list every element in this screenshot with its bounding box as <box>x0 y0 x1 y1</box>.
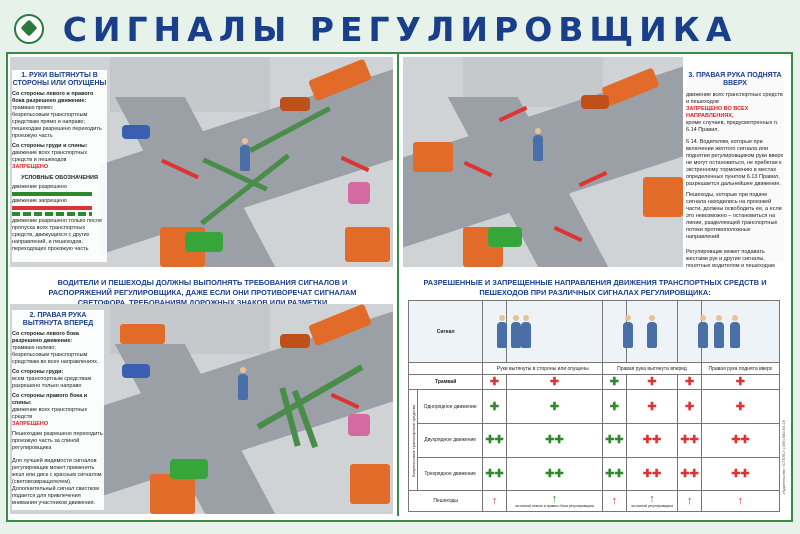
legend-conditional-arrow <box>12 212 92 216</box>
publisher-logo <box>14 14 44 44</box>
section-2-forbidden: ЗАПРЕЩЕНО <box>12 421 49 427</box>
col-head: Правая рука вытянута вперед <box>602 362 702 375</box>
table-heading: РАЗРЕШЕННЫЕ И ЗАПРЕЩЕННЫЕ НАПРАВЛЕНИЯ ДВ… <box>423 278 767 297</box>
section-2-foot-note: Для лучшей видимости сигналов регулировщ… <box>12 458 102 506</box>
signal-label: Сигнал <box>407 300 484 363</box>
poster-title: СИГНАЛЫ РЕГУЛИРОВЩИКА <box>62 10 738 49</box>
section-2-left-label: Со стороны левого бока разрешено движени… <box>12 331 79 344</box>
rules-banner: ВОДИТЕЛИ И ПЕШЕХОДЫ ДОЛЖНЫ ВЫПОЛНЯТЬ ТРЕ… <box>48 278 357 307</box>
col-head: Правая рука поднята вверх <box>700 362 781 375</box>
row-label: Двухрядное движение <box>416 422 484 458</box>
section-3-text-panel: 3. ПРАВАЯ РУКА ПОДНЯТА ВВЕРХ движение вс… <box>686 70 784 269</box>
center-divider <box>397 54 399 516</box>
row-label: Пешеходы <box>407 490 484 512</box>
ped-note: за спиной регулировщика <box>631 504 673 509</box>
col-head: Руки вытянуты в стороны или опущены <box>482 362 604 375</box>
section-3-note: Регулировщик может подавать жестами рук … <box>686 249 775 269</box>
section-3-forbidden: ЗАПРЕЩЕНО ВО ВСЕХ НАПРАВЛЕНИЯХ, <box>686 106 749 119</box>
section-2-heading: 2. ПРАВАЯ РУКА ВЫТЯНУТА ВПЕРЕД <box>22 312 94 327</box>
section-2-left-item: трамваю налево; <box>12 345 56 351</box>
row-label: Трехрядное движение <box>416 456 484 492</box>
section-1-left-item: трамваю прямо; <box>12 105 54 111</box>
officer-figure <box>700 300 781 363</box>
publisher-footer: Издательство «СТЕЛС» (495) 680-63-26 <box>781 420 786 495</box>
legend-allowed-label: движение разрешено <box>12 184 67 190</box>
intersection-scene-3 <box>403 57 683 267</box>
section-1-left-item: пешеходам разрешено переходить проезжую … <box>12 126 102 139</box>
section-2-right-item: движение всех транспортных средств <box>12 407 88 420</box>
rule-6-14: 6.14. Водителям, которые при включении ж… <box>686 139 784 187</box>
ped-note: за спиной левого и правого бока регулиро… <box>515 504 594 509</box>
signals-table: Сигнал Руки вытянуты в стороны или опуще… <box>407 300 781 512</box>
officer-figure <box>482 300 522 363</box>
section-1-forbidden: ЗАПРЕЩЕНО <box>12 164 49 170</box>
legend-note: движение разрешено только после пропуска… <box>12 218 103 252</box>
section-2-ped-note: Пешеходам разрешено переходить проезжую … <box>12 431 103 451</box>
officer-figure <box>602 300 634 363</box>
section-3-ped-rule: Пешеходы, которые при подаче сигнала нах… <box>686 192 782 240</box>
legend-allowed-arrow <box>12 192 92 196</box>
section-1-heading: 1. РУКИ ВЫТЯНУТЫ В СТОРОНЫ ИЛИ ОПУЩЕНЫ <box>12 72 107 87</box>
section-1-front-label: Со стороны груди и спины: <box>12 143 88 149</box>
legend-forbidden-label: движение запрещено <box>12 198 67 204</box>
section-2-front-item: всем транспортным средствам разрешено то… <box>12 376 92 389</box>
officer-figure <box>505 300 604 363</box>
section-2-front-label: Со стороны груди: <box>12 369 64 375</box>
legend-title: УСЛОВНЫЕ ОБОЗНАЧЕНИЯ <box>21 175 98 181</box>
section-1-left-item: безрельсовым транспортным средствам прям… <box>12 112 88 125</box>
section-2-text-panel: 2. ПРАВАЯ РУКА ВЫТЯНУТА ВПЕРЕД Со сторон… <box>12 310 104 510</box>
section-3-heading: 3. ПРАВАЯ РУКА ПОДНЯТА ВВЕРХ <box>688 72 782 87</box>
officer-figure <box>625 300 679 363</box>
side-label: Безрельсовые транспортные средства <box>408 389 418 491</box>
row-label: Однорядное движение <box>416 389 484 424</box>
section-1-left-label: Со стороны левого и правого бока разреше… <box>12 91 94 104</box>
section-1-legend-panel: 1. РУКИ ВЫТЯНУТЫ В СТОРОНЫ ИЛИ ОПУЩЕНЫ С… <box>12 70 107 262</box>
legend-forbidden-arrow <box>12 206 92 210</box>
section-3-item: движение всех транспортных средств и пеш… <box>686 92 783 105</box>
officer-figure <box>677 300 709 363</box>
section-1-front-item: движение всех транспортных средств и пеш… <box>12 150 88 163</box>
section-2-right-label: Со стороны правого бока и спины: <box>12 393 88 406</box>
section-2-left-item: безрельсовым транспортным средствам во в… <box>12 352 99 365</box>
section-3-item-tail: кроме случаев, предусмотренных п. 6.14 П… <box>686 120 779 133</box>
row-label: Трамвай <box>407 373 484 391</box>
